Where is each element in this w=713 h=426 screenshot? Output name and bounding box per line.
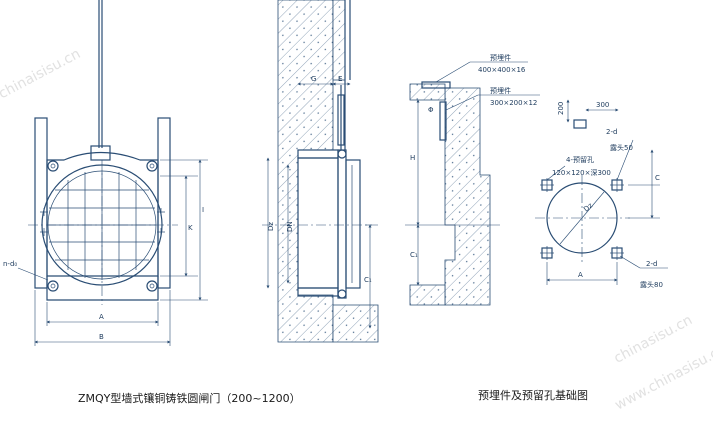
label-hole-size: 120×120×深300	[552, 168, 611, 177]
dim-e-label: E	[338, 75, 342, 83]
dim-phi-label: Φ	[428, 106, 434, 114]
section-view: Dz DN G E C₁	[262, 0, 379, 343]
callout-2-title: 预埋件	[490, 86, 511, 95]
front-view: K I A B n-d₀	[3, 0, 208, 346]
label-expose50: 露头50	[610, 143, 633, 152]
plan-view: 200 300 Dz 2-d 露头50 4-预留孔 120×120×深300 C	[535, 99, 668, 289]
dim-c1-label: C₁	[410, 251, 418, 259]
dim-g-label: G	[311, 75, 316, 83]
dim-b-label: B	[99, 333, 104, 341]
dim-a-label: A	[99, 313, 104, 321]
label-4-holes: 4-预留孔	[566, 155, 594, 164]
bolt-callout: n-d₀	[3, 260, 17, 268]
dim-dn-label: DN	[286, 221, 294, 232]
dim-k-label: K	[188, 224, 193, 232]
dim-300-label: 300	[596, 101, 609, 109]
callout-2-size: 300×200×12	[490, 99, 537, 107]
caption-right: 预埋件及预留孔基础图	[478, 389, 588, 402]
watermark-1: chinaisisu.cn	[0, 46, 83, 102]
callout-1-title: 预埋件	[490, 53, 511, 62]
label-expose80: 露头80	[640, 280, 663, 289]
label-2d-top: 2-d	[606, 128, 617, 136]
dim-a-plan: A	[578, 271, 583, 279]
watermark-2: chinasisu.cn	[611, 312, 695, 367]
bolt-holes	[47, 160, 158, 292]
caption-left: ZMQY型墙式镶铜铸铁圆闸门（200~1200）	[78, 391, 301, 405]
dim-h-label: H	[410, 154, 415, 162]
embed-elevation-view: H C₁ Φ 预埋件 400×400×16 预埋件 300×200×12	[405, 53, 540, 306]
callout-1-size: 400×400×16	[478, 66, 526, 74]
dim-dz-label: Dz	[267, 222, 275, 231]
dim-200-label: 200	[557, 102, 565, 115]
dim-dz-plan: Dz	[582, 201, 594, 213]
label-2d-bottom: 2-d	[646, 260, 657, 268]
dim-c-plan: C	[655, 174, 660, 182]
dim-i-label: I	[202, 206, 204, 214]
dim-c-section: C₁	[364, 276, 372, 284]
